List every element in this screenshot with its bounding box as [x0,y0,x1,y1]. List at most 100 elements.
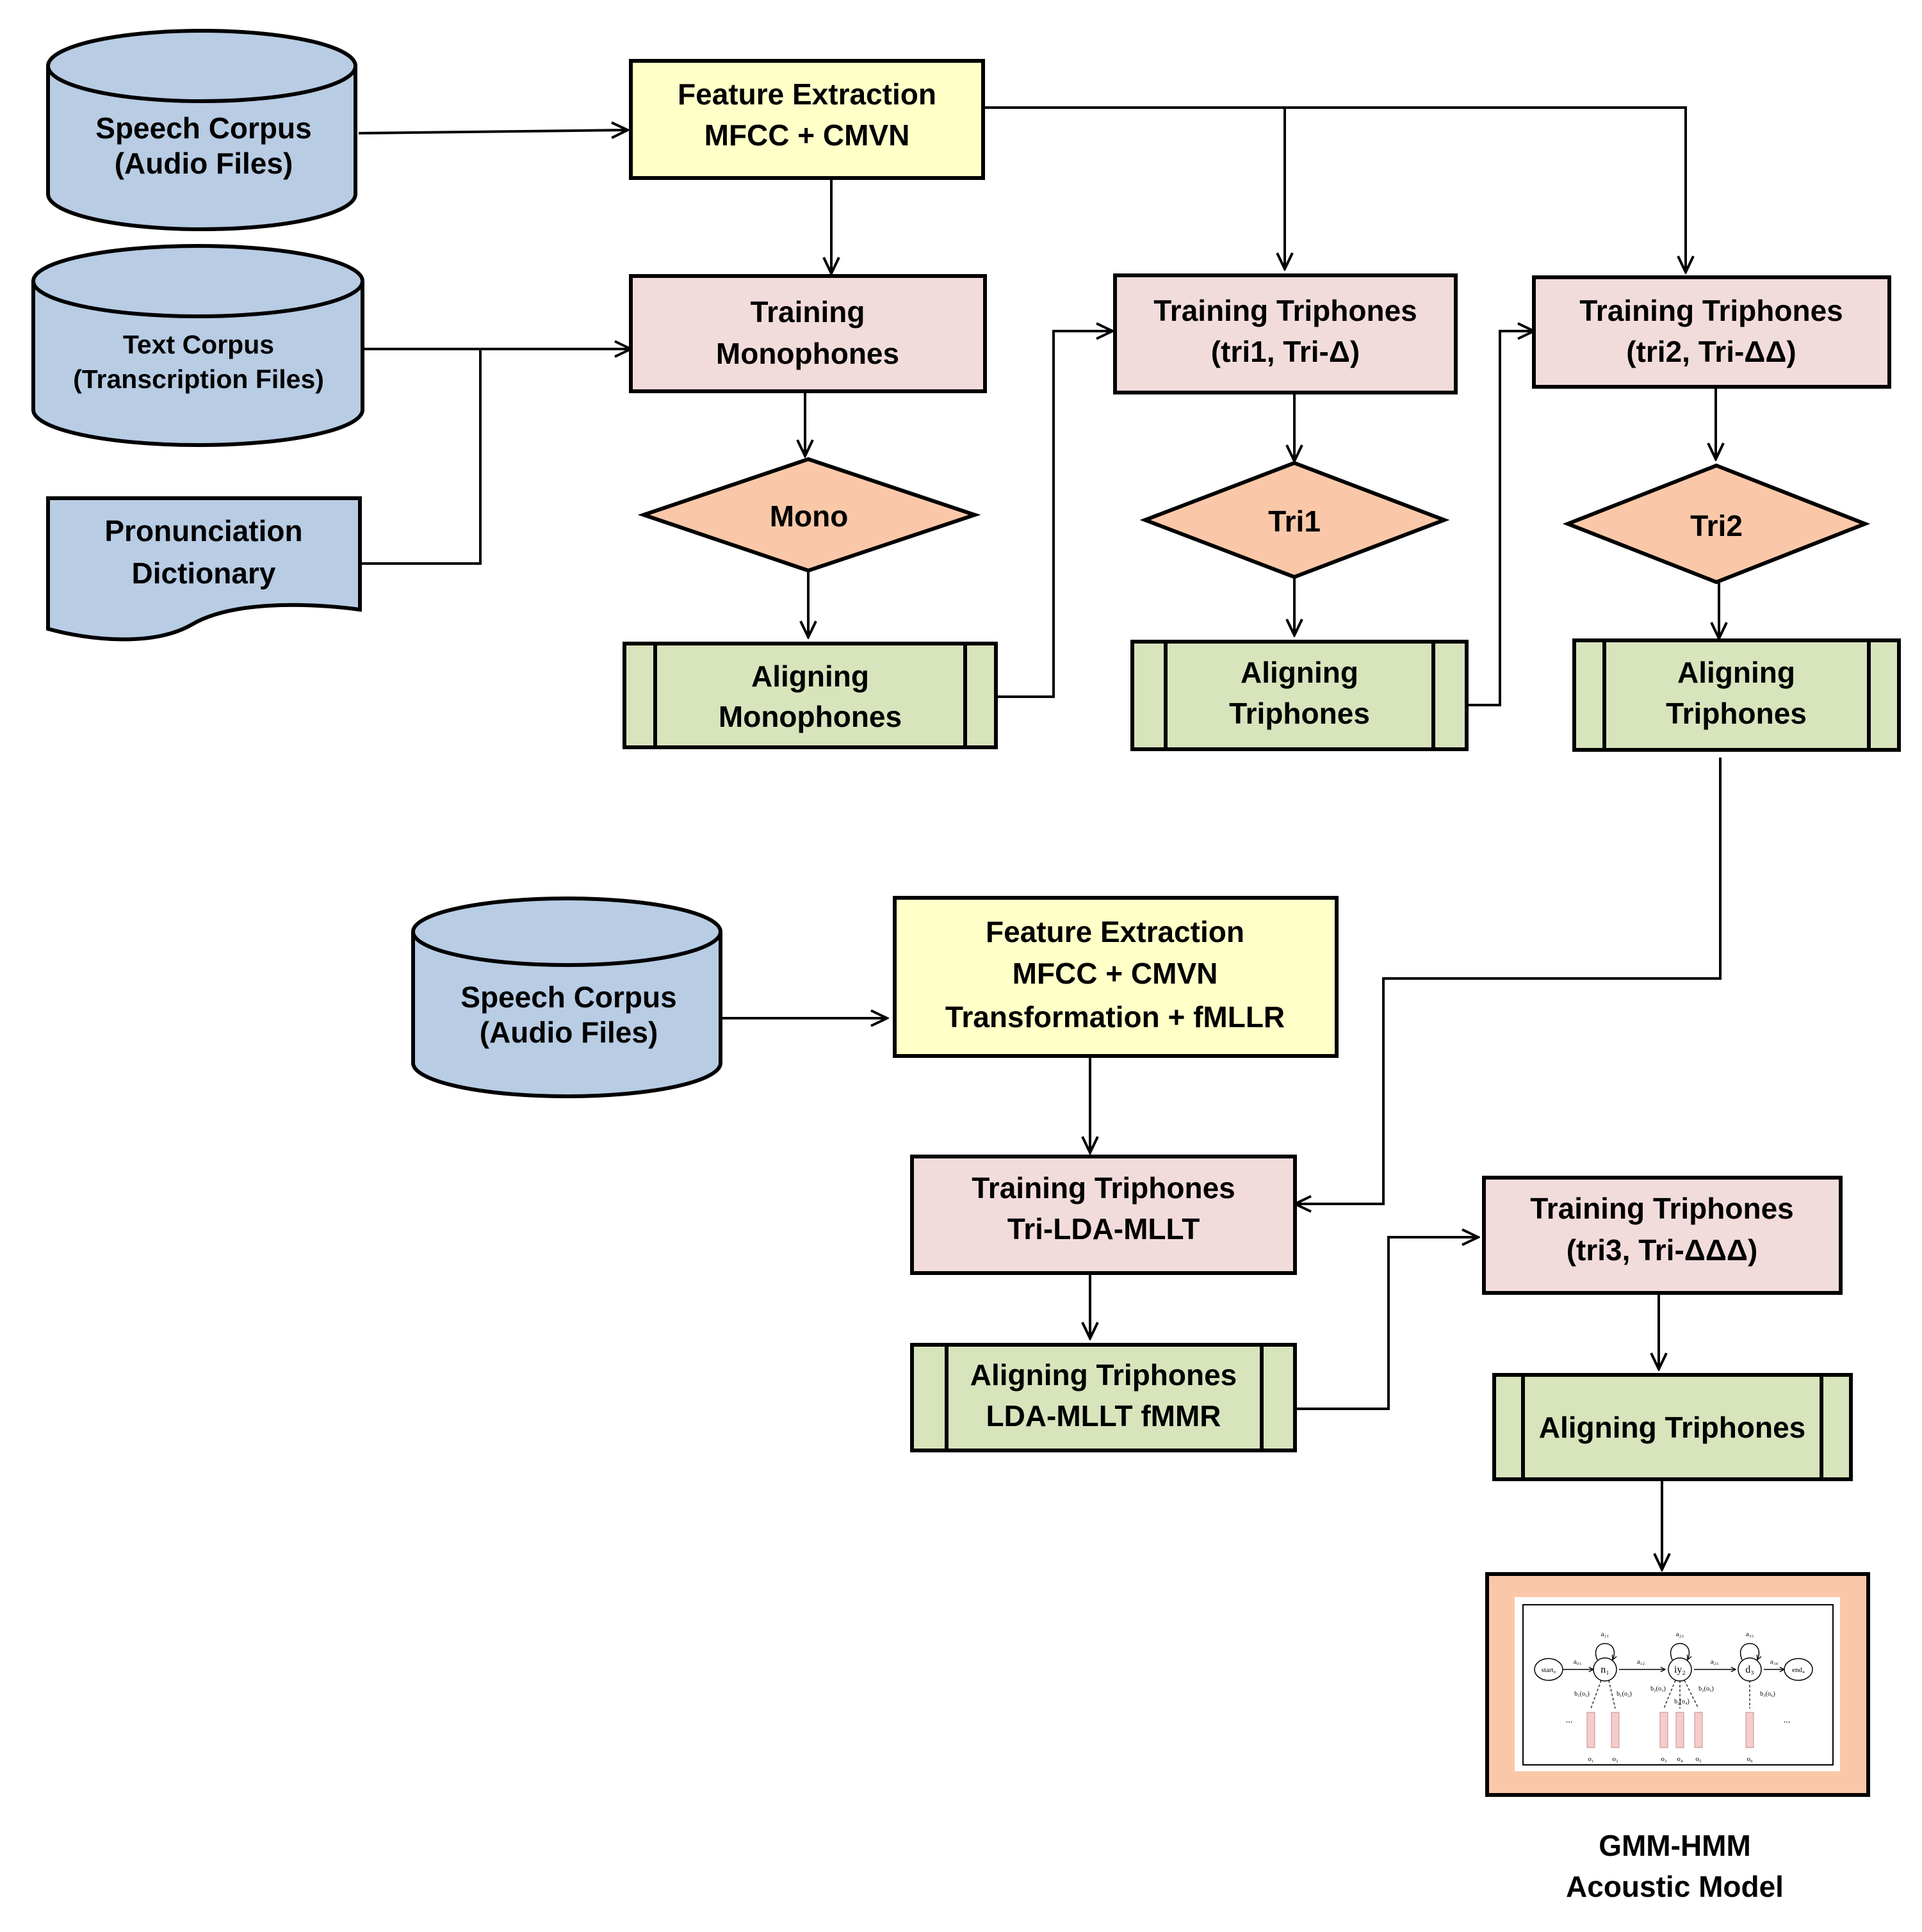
transition-a12-label: a₁₂ [1637,1658,1645,1666]
hmm-state-2-label: iy₂ [1674,1664,1686,1675]
emission-2-label: b₁(o₂) [1617,1691,1632,1698]
ellipsis-left: ... [1566,1716,1573,1725]
aligning-lda-subtitle: LDA-MLLT fMMR [986,1399,1221,1433]
aligning-triphones-1-title: Aligning [1241,656,1358,689]
emission-line-2 [1608,1680,1616,1709]
observation-bar-5 [1694,1712,1703,1748]
speech-corpus-subtitle: (Audio Files) [115,147,293,180]
transition-a01-label: a₀₁ [1574,1658,1582,1666]
training-tri1-title: Training Triphones [1153,294,1417,327]
hmm-start-label: start₀ [1542,1666,1556,1674]
self-loop-1 [1595,1643,1615,1660]
tri1-model-label: Tri1 [1268,505,1321,538]
cylinder-body [411,932,722,1098]
feature-extraction-2-transform: Transformation + fMLLR [945,1000,1285,1034]
tri2-model-diamond: Tri2 [1562,463,1871,585]
transition-a23-label: a₂₃ [1711,1658,1719,1666]
hmm-state-3 [1738,1657,1762,1682]
training-tri3-subtitle: (tri3, Tri-ΔΔΔ) [1567,1233,1758,1267]
self-loop-1-label: a₁₁ [1601,1630,1609,1638]
speech-corpus-2-subtitle: (Audio Files) [480,1016,658,1049]
gmm-hmm-caption: GMM-HMM Acoustic Model [1566,1829,1784,1903]
emission-1-label: b₁(o₁) [1574,1691,1590,1698]
gmm-hmm-subtitle: Acoustic Model [1566,1870,1784,1903]
self-loop-3-label: a₃₃ [1746,1630,1754,1638]
edge-speech-to-feature [358,130,628,133]
training-triphones-tri1: Training Triphones (tri1, Tri-Δ) [1113,273,1458,394]
feature-extraction-1: Feature Extraction MFCC + CMVN [629,59,985,180]
mono-model-diamond: Mono [637,457,981,573]
cylinder-body [46,66,357,231]
hmm-state-1 [1593,1657,1617,1682]
hmm-start-node [1534,1658,1563,1681]
cylinder-top [411,897,722,967]
mono-model-label: Mono [770,499,849,533]
training-tri1-subtitle: (tri1, Tri-Δ) [1211,335,1360,368]
observation-3-label: o₃ [1661,1755,1667,1763]
self-loop-2-label: a₂₂ [1676,1630,1684,1638]
edge-align-tri1-to-tri2 [1467,331,1534,706]
self-loop-2 [1670,1643,1690,1660]
hmm-thumbnail-border [1522,1604,1834,1766]
edge-align-lda-to-tri3 [1295,1237,1478,1410]
self-loop-3 [1740,1643,1759,1660]
observation-1-label: o₁ [1588,1755,1594,1763]
speech-corpus-title: Speech Corpus [95,111,311,145]
transition-a34-label: a₃₄ [1770,1658,1779,1666]
hmm-state-3-label: d₃ [1745,1664,1754,1675]
aligning-triphones-2-title: Aligning [1677,656,1795,689]
text-corpus-subtitle: (Transcription Files) [73,364,324,394]
feature-extraction-1-subtitle: MFCC + CMVN [704,118,910,152]
observation-bar-4 [1675,1712,1684,1748]
observation-bar-2 [1611,1712,1620,1748]
training-monophones: Training Monophones [629,274,987,393]
emission-line-1 [1590,1680,1602,1709]
observation-bar-1 [1586,1712,1595,1748]
pronunciation-dictionary-subtitle: Dictionary [132,556,276,590]
training-lda-subtitle: Tri-LDA-MLLT [1007,1212,1200,1246]
training-tri2-title: Training Triphones [1579,294,1843,327]
observation-bar-3 [1659,1712,1668,1748]
aligning-triphones-1: Aligning Triphones [1130,640,1469,751]
hmm-thumbnail: start₀ end₄ n₁ iy₂ d₃ a₁₁ a₂₂ a₃₃ a₀₁ a₁… [1534,1630,1813,1763]
cylinder-top [31,244,364,318]
document-shape [46,496,362,642]
aligning-monophones-subtitle: Monophones [719,700,902,733]
tri1-model-diamond: Tri1 [1139,460,1450,580]
aligning-monophones-title: Aligning [751,660,869,693]
text-corpus-cylinder: Text Corpus (Transcription Files) [31,244,364,447]
gmm-hmm-title: GMM-HMM [1599,1829,1751,1862]
aligning-triphones-3-label: Aligning Triphones [1539,1411,1806,1444]
edge-feature-to-tri1 [983,106,1686,272]
connectors [358,106,1720,1570]
observation-6-label: o₆ [1747,1755,1753,1763]
aligning-triphones-3: Aligning Triphones [1492,1373,1853,1481]
speech-corpus-2-title: Speech Corpus [460,980,676,1014]
cylinder-top [46,29,357,103]
pronunciation-dictionary-document: Pronunciation Dictionary [46,496,362,642]
cylinder-body [31,281,364,447]
training-lda-title: Training Triphones [972,1171,1235,1205]
training-tri3-title: Training Triphones [1530,1192,1793,1225]
aligning-triphones-2-subtitle: Triphones [1666,697,1807,730]
aligning-triphones-1-subtitle: Triphones [1229,697,1370,730]
hmm-state-2 [1668,1657,1692,1682]
emission-3-label: b₂(o₃) [1650,1685,1666,1693]
emission-line-5 [1684,1680,1699,1709]
aligning-lda-title: Aligning Triphones [970,1358,1237,1392]
ellipsis-right: ... [1784,1716,1791,1725]
edge-align-mono-to-tri1 [995,331,1112,698]
speech-corpus-cylinder: Speech Corpus (Audio Files) [46,29,357,231]
training-monophones-subtitle: Monophones [716,337,899,370]
feature-extraction-1-title: Feature Extraction [678,77,936,111]
feature-extraction-2-subtitle: MFCC + CMVN [1013,957,1218,990]
feature-extraction-2: Feature Extraction MFCC + CMVN Transform… [893,896,1339,1058]
training-tri2-subtitle: (tri2, Tri-ΔΔ) [1626,335,1796,368]
speech-corpus-cylinder-2: Speech Corpus (Audio Files) [411,897,722,1098]
tri2-model-label: Tri2 [1690,509,1743,542]
aligning-monophones: Aligning Monophones [623,642,998,749]
hmm-state-1-label: n₁ [1600,1664,1609,1675]
aligning-triphones-lda: Aligning Triphones LDA-MLLT fMMR [910,1343,1297,1452]
aligning-triphones-2: Aligning Triphones [1572,638,1901,752]
